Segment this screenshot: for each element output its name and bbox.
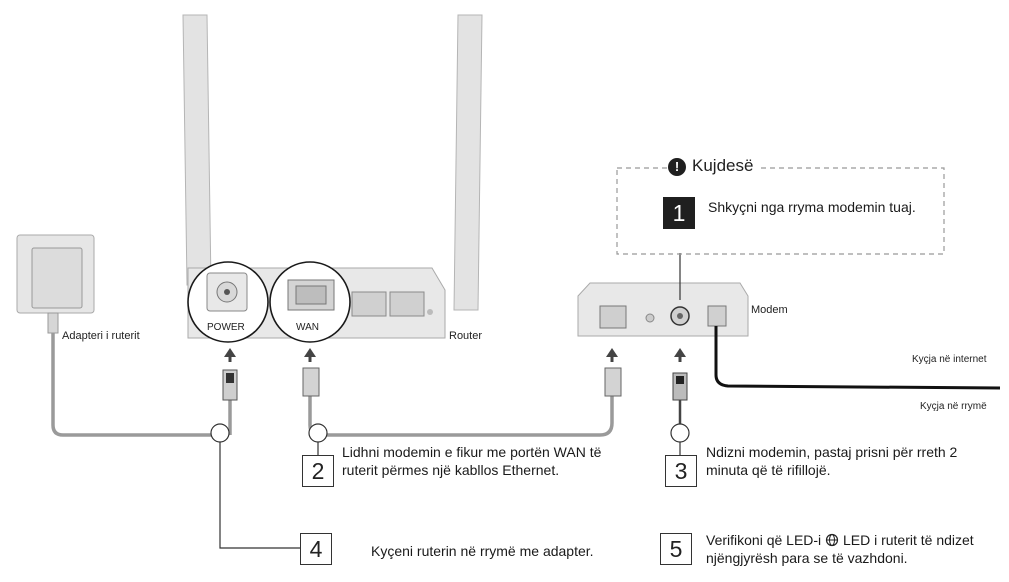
power-port-zoom — [187, 261, 269, 343]
adapter-label: Adapteri i ruterit — [62, 330, 140, 342]
step-4-text: Kyçeni ruterin në rrymë me adapter. — [371, 543, 594, 559]
step-1-text: Shkyçni nga rryma modemin tuaj. — [708, 199, 916, 215]
power-outlet-label: Kyçja në rrymë — [920, 401, 987, 412]
power-port-label: POWER — [207, 322, 245, 333]
step-2-text: Lidhni modemin e fikur me portën WAN të … — [342, 444, 602, 478]
step-5-number: 5 — [660, 533, 692, 565]
step-5-text-before: Verifikoni që LED-i — [706, 532, 822, 548]
step-5-text: Verifikoni që LED-i LED i ruterit të ndi… — [706, 531, 996, 567]
router-antennas — [182, 14, 483, 311]
power-adapter — [16, 234, 95, 334]
exclamation-icon: ! — [668, 158, 686, 176]
step-3-text: Ndizni modemin, pastaj prisni për rreth … — [706, 444, 958, 478]
router-label: Router — [449, 330, 483, 342]
internet-label: Kyçja në internet — [912, 354, 987, 365]
callout-leaders — [210, 423, 690, 549]
step-2-number: 2 — [302, 455, 334, 487]
caution-box — [616, 167, 945, 255]
step-1-number: 1 — [663, 197, 695, 229]
step-4-number: 4 — [300, 533, 332, 565]
wan-port-label: WAN — [296, 322, 319, 333]
step-5-text-after: LED i ruterit të ndizet njëngjyrësh para… — [706, 532, 974, 566]
caution-title: Kujdesë — [688, 156, 758, 176]
wan-port-zoom — [269, 261, 351, 343]
step-3-number: 3 — [665, 455, 697, 487]
plugs — [222, 367, 688, 401]
modem-body — [577, 282, 749, 337]
globe-led-icon — [825, 533, 839, 547]
modem-label: Modem — [751, 304, 788, 316]
arrows — [224, 348, 686, 362]
